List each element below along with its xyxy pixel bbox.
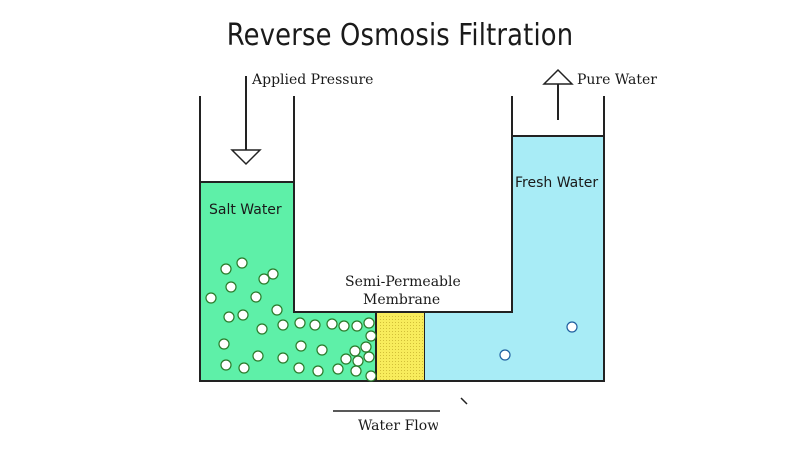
salt-particle [205, 292, 217, 304]
salt-particle [252, 350, 264, 362]
salt-particle [351, 320, 363, 332]
salt-particle [218, 338, 230, 350]
salt-particle [349, 345, 361, 357]
salt-particle [360, 341, 372, 353]
salt-particle [365, 330, 377, 342]
salt-particle [363, 317, 375, 329]
salt-particle [258, 273, 270, 285]
water-flow-arrow [333, 397, 468, 412]
salt-particle [225, 281, 237, 293]
water-particle [566, 321, 578, 333]
salt-particle [236, 257, 248, 269]
salt-particle [238, 362, 250, 374]
fresh-water-label: Fresh Water [515, 175, 599, 191]
salt-particle [256, 323, 268, 335]
salt-particle [277, 352, 289, 364]
salt-particle [338, 320, 350, 332]
salt-particle [352, 355, 364, 367]
water-particle [499, 349, 511, 361]
salt-particle [271, 304, 283, 316]
fresh-water-region [425, 136, 604, 381]
salt-particle [326, 318, 338, 330]
pure-water-arrow [542, 68, 574, 120]
salt-particle [295, 340, 307, 352]
salt-particle [340, 353, 352, 365]
salt-particle [316, 344, 328, 356]
salt-particle [250, 291, 262, 303]
membrane-label-line1: Semi-Permeable [345, 274, 461, 290]
fresh-water-particles [499, 321, 578, 361]
water-flow-label-clip: Water Flow [358, 418, 438, 432]
salt-particle [267, 268, 279, 280]
applied-pressure-arrow [230, 76, 262, 166]
salt-particle [350, 365, 362, 377]
salt-particle [220, 359, 232, 371]
salt-water-label: Salt Water [209, 202, 282, 218]
salt-water-region [200, 182, 376, 381]
salt-particle [293, 362, 305, 374]
u-tube-container [199, 96, 605, 382]
salt-particle [312, 365, 324, 377]
membrane-label-line2: Membrane [363, 292, 441, 308]
salt-particles [205, 257, 377, 382]
salt-particle [237, 309, 249, 321]
salt-particle [363, 351, 375, 363]
applied-pressure-label: Applied Pressure [252, 72, 374, 88]
water-flow-label: Water Flow [358, 418, 438, 432]
salt-particle [220, 263, 232, 275]
pure-water-label: Pure Water [577, 72, 657, 88]
diagram-title: Reverse Osmosis Filtration [226, 18, 574, 53]
salt-particle [294, 317, 306, 329]
membrane-pores [380, 316, 423, 380]
salt-particle [223, 311, 235, 323]
salt-particle [277, 319, 289, 331]
salt-particle [332, 363, 344, 375]
salt-particle [309, 319, 321, 331]
salt-particle [365, 370, 377, 382]
